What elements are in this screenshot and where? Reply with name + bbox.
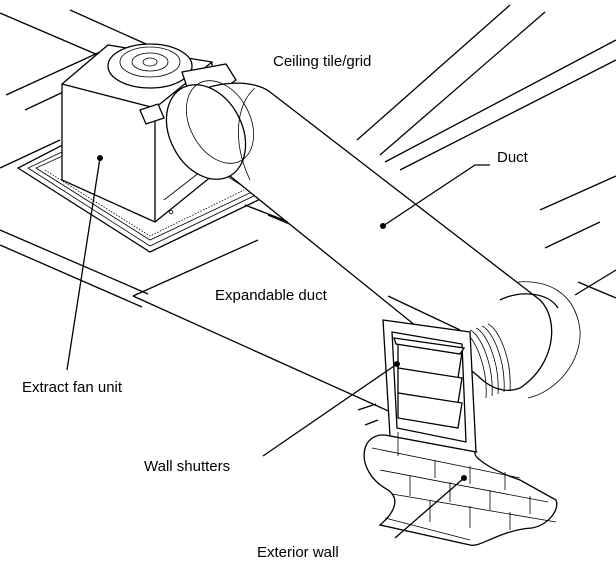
leader-extract-fan: [66, 157, 101, 371]
leader-duct: [382, 164, 490, 227]
leader-dot-shutters: [394, 361, 400, 367]
label-expandable-duct: Expandable duct: [215, 287, 328, 304]
label-duct: Duct: [497, 149, 529, 166]
label-extract-fan: Extract fan unit: [22, 379, 123, 396]
leader-shutters: [262, 363, 398, 457]
ceiling-grid: [0, 4, 616, 433]
leader-dot-duct: [380, 223, 386, 229]
label-wall-shutters: Wall shutters: [144, 458, 230, 475]
wall-shutters: [382, 319, 477, 453]
leader-dot-exterior-wall: [461, 475, 467, 481]
label-ceiling: Ceiling tile/grid: [273, 53, 371, 70]
exterior-wall: [363, 432, 558, 546]
leader-lines: [66, 155, 490, 539]
leader-expandable: [387, 295, 461, 331]
extract-fan-unit: [61, 43, 237, 223]
label-exterior-wall: Exterior wall: [257, 544, 339, 561]
duct: [165, 80, 581, 399]
leader-dot-extract-fan: [97, 155, 103, 161]
leader-exterior-wall: [394, 477, 465, 539]
